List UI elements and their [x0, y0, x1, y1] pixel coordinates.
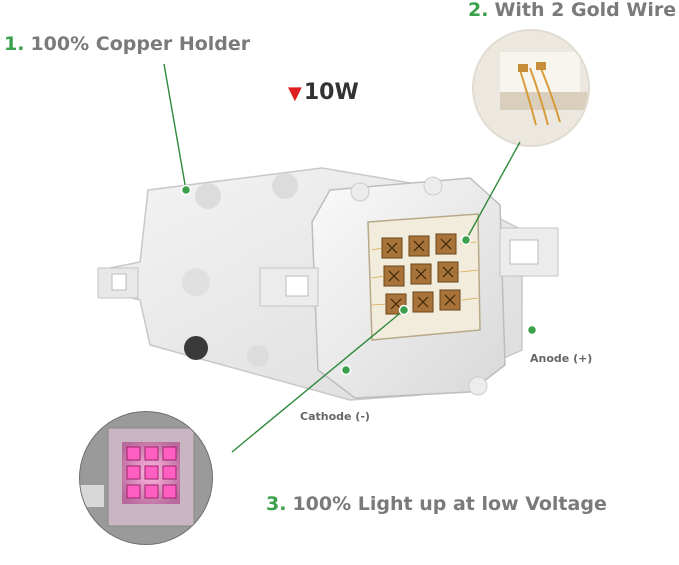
mount-hole	[182, 268, 210, 296]
leader-dot	[398, 304, 410, 316]
mount-hole	[247, 345, 269, 367]
anode-label: Anode (+)	[530, 352, 593, 365]
feature-label-copper-holder: 1.100% Copper Holder	[4, 33, 251, 55]
feature-label-light-up: 3.100% Light up at low Voltage	[266, 493, 607, 515]
cathode-label: Cathode (-)	[300, 410, 370, 423]
leader-dot	[340, 364, 352, 376]
power-rating: ▼10W	[288, 80, 359, 105]
leader-lines	[163, 63, 521, 453]
leader-line-copper	[163, 63, 187, 191]
mount-hole	[195, 183, 221, 209]
mount-hole	[184, 336, 208, 360]
leader-line-light	[231, 309, 405, 453]
feature-label-gold-wire: 2.With 2 Gold Wire	[468, 0, 677, 21]
red-down-triangle-icon: ▼	[288, 83, 302, 104]
light-up-magnifier	[79, 411, 213, 545]
leader-dot	[180, 184, 192, 196]
gold-wire-magnifier	[472, 29, 590, 147]
leader-line-gold-wire	[465, 141, 521, 241]
leader-dot	[526, 324, 538, 336]
leader-dot	[460, 234, 472, 246]
led-package	[259, 176, 559, 399]
mount-hole	[272, 173, 298, 199]
